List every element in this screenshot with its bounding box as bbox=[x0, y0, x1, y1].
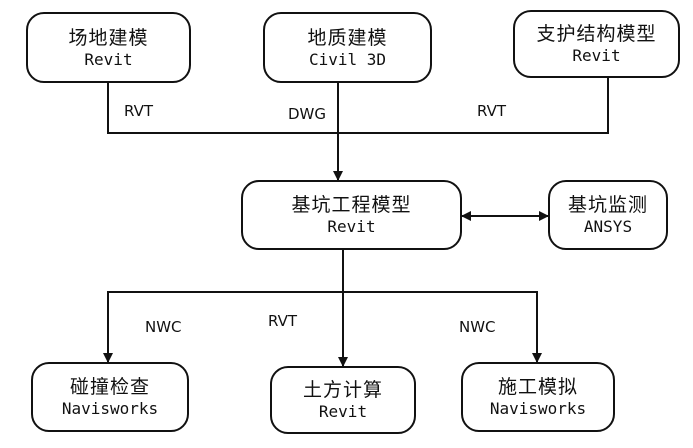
node-monitor-tool: ANSYS bbox=[583, 217, 633, 236]
node-clash-detection: 碰撞检查 Navisworks bbox=[31, 362, 189, 432]
node-monitor-name: 基坑监测 bbox=[567, 194, 648, 216]
edge-label-clash: NWC bbox=[145, 318, 182, 336]
node-site-name: 场地建模 bbox=[68, 26, 149, 49]
edge-label-site: RVT bbox=[124, 102, 154, 120]
node-site-modeling: 场地建模 Revit bbox=[26, 12, 191, 83]
node-support-name: 支护结构模型 bbox=[536, 23, 657, 45]
edge-label-geo: DWG bbox=[288, 105, 327, 123]
node-earth-tool: Revit bbox=[318, 402, 368, 421]
node-geo-name: 地质建模 bbox=[307, 26, 388, 49]
node-pit-monitoring: 基坑监测 ANSYS bbox=[548, 180, 668, 250]
node-geo-tool: Civil 3D bbox=[308, 49, 387, 69]
node-earth-name: 土方计算 bbox=[302, 379, 383, 401]
edge-label-construct: NWC bbox=[459, 318, 496, 336]
node-clash-tool: Navisworks bbox=[61, 399, 159, 418]
node-construct-name: 施工模拟 bbox=[497, 376, 578, 398]
node-construct-tool: Navisworks bbox=[489, 399, 587, 418]
node-clash-name: 碰撞检查 bbox=[69, 376, 150, 398]
node-pit-engineering: 基坑工程模型 Revit bbox=[241, 180, 462, 250]
node-pit-name: 基坑工程模型 bbox=[291, 194, 412, 216]
node-geology-modeling: 地质建模 Civil 3D bbox=[263, 12, 432, 83]
node-pit-tool: Revit bbox=[327, 217, 376, 236]
node-support-structure: 支护结构模型 Revit bbox=[513, 10, 680, 78]
edge-label-support: RVT bbox=[477, 102, 507, 120]
node-support-tool: Revit bbox=[572, 46, 621, 65]
node-construction-sim: 施工模拟 Navisworks bbox=[461, 362, 615, 432]
node-site-tool: Revit bbox=[84, 49, 133, 69]
edge-label-earth: RVT bbox=[268, 312, 298, 330]
node-earthwork-calc: 土方计算 Revit bbox=[270, 366, 416, 434]
